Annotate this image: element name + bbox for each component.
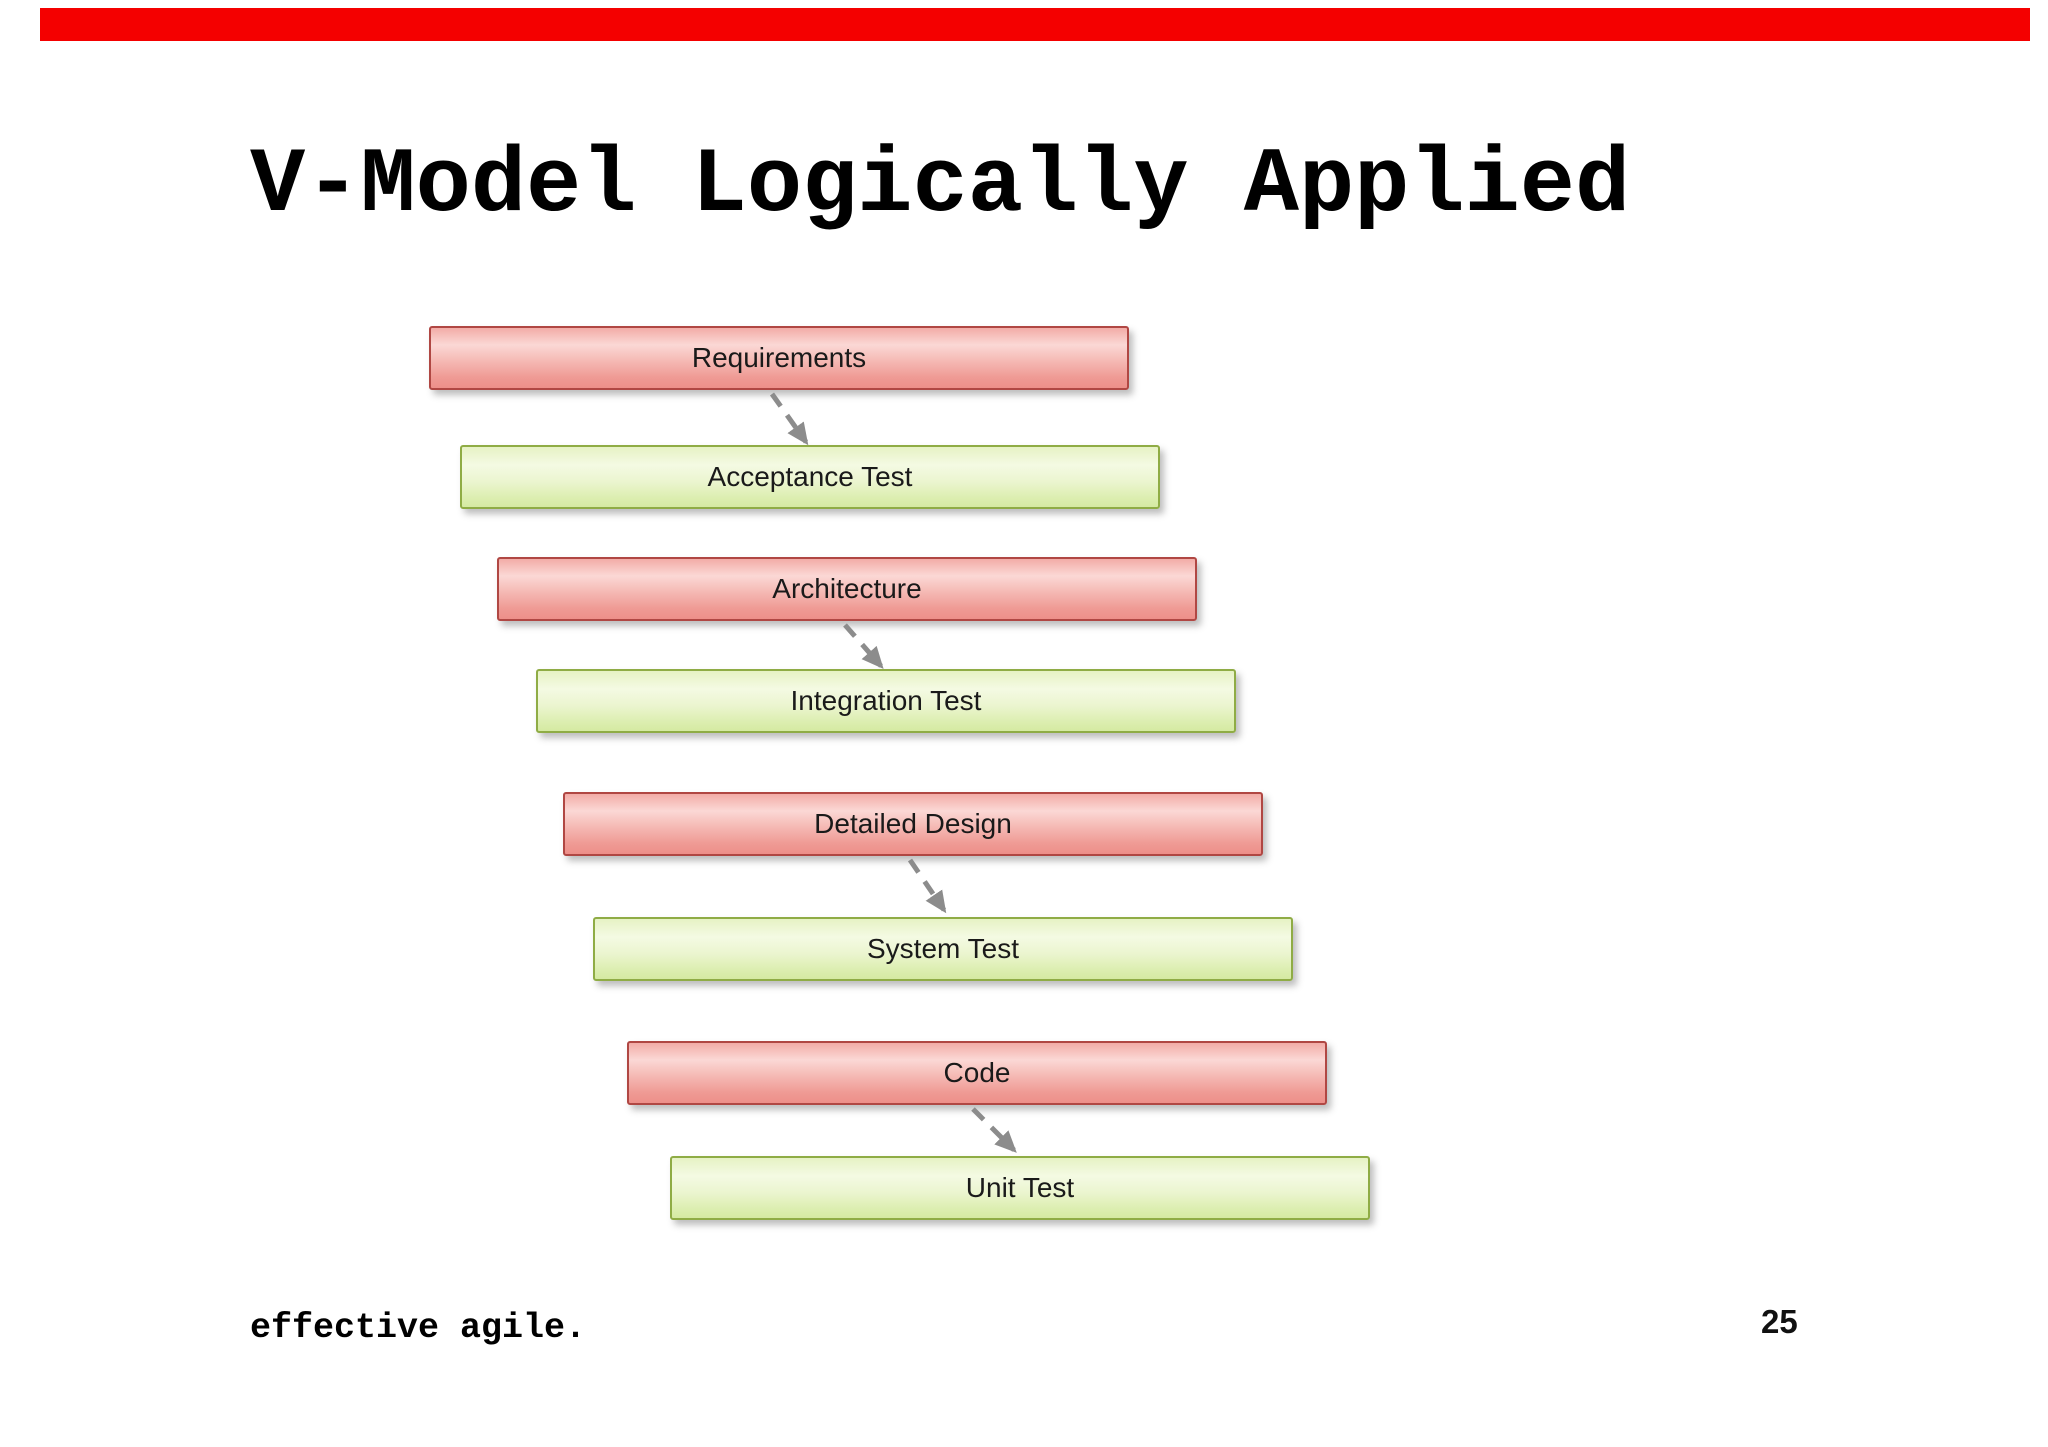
box-acceptance-test: Acceptance Test <box>460 445 1160 509</box>
box-code: Code <box>627 1041 1327 1105</box>
box-integration-test: Integration Test <box>536 669 1236 733</box>
box-requirements-label: Requirements <box>691 342 867 373</box>
arrow-requirements-to-acceptance-test-icon <box>769 392 809 446</box>
box-code-label: Code <box>943 1057 1011 1088</box>
arrow-detailed-design-to-system-test-icon <box>907 858 947 914</box>
box-architecture-label: Architecture <box>772 573 922 604</box>
page-number: 25 <box>1761 1303 1798 1340</box>
top-red-bar <box>40 8 2030 41</box>
box-detailed-design-label: Detailed Design <box>814 808 1012 839</box>
slide-title: V-Model Logically Applied <box>250 133 1631 238</box>
box-requirements: Requirements <box>429 326 1129 390</box>
box-acceptance-test-label: Acceptance Test <box>707 461 913 492</box>
arrow-architecture-to-integration-test-icon <box>843 623 884 670</box>
box-detailed-design: Detailed Design <box>563 792 1263 856</box>
box-system-test: System Test <box>593 917 1293 981</box>
box-integration-test-label: Integration Test <box>790 685 982 716</box>
box-architecture: Architecture <box>497 557 1197 621</box>
box-unit-test-label: Unit Test <box>965 1172 1075 1203</box>
box-system-test-label: System Test <box>867 933 1019 964</box>
footer-brand: effective agile. <box>250 1308 587 1348</box>
arrow-code-to-unit-test-icon <box>971 1107 1017 1153</box>
box-unit-test: Unit Test <box>670 1156 1370 1220</box>
